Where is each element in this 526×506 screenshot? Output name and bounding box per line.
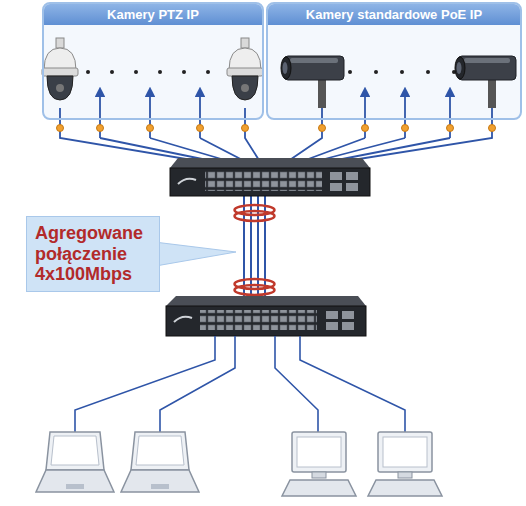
network-switch (170, 158, 370, 196)
callout-text: Agregowane połączenie 4x100Mbps (35, 223, 151, 285)
group-heading: Kamery PTZ IP (44, 4, 262, 25)
panel-ground (267, 3, 521, 119)
desktop-computer (282, 432, 356, 496)
box-camera (281, 56, 344, 108)
camera-wires (60, 108, 492, 168)
network-switch (166, 296, 366, 336)
ptz-camera (227, 38, 263, 100)
ellipsis-dots (86, 70, 456, 74)
camera-group: Kamery PTZ IP (42, 2, 264, 120)
laptop (36, 432, 114, 492)
camera-group: Kamery standardowe PoE IP (266, 2, 522, 120)
aggregation-ring (235, 205, 275, 295)
desktop-computer (368, 432, 442, 496)
callout-box: Agregowane połączenie 4x100Mbps (26, 216, 160, 292)
panel-ground (43, 3, 263, 119)
box-camera (455, 56, 516, 108)
client-wires (75, 336, 405, 432)
poe-dots (57, 125, 496, 132)
ptz-camera (42, 38, 78, 100)
group-heading: Kamery standardowe PoE IP (268, 4, 520, 25)
camera-arrows (100, 92, 450, 138)
callout-pointer (159, 243, 236, 266)
laptop (121, 432, 199, 492)
